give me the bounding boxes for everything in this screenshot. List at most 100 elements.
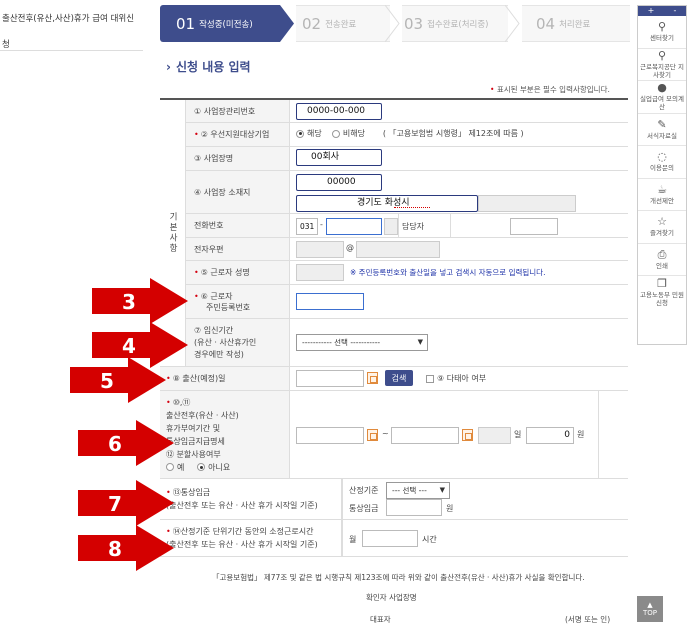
- split-yes-radio[interactable]: [166, 463, 174, 471]
- split-yes-label: 예: [177, 462, 185, 472]
- calendar-icon[interactable]: [367, 429, 378, 441]
- required-star-icon: •: [194, 130, 199, 139]
- marker-label-8: 8: [108, 537, 122, 561]
- step-1: 01 작성중(미전송): [160, 5, 280, 42]
- priority-no-radio[interactable]: [331, 129, 340, 138]
- step-2-arrow: [385, 5, 400, 42]
- email-domain-input[interactable]: [356, 241, 440, 258]
- step-2: 02 전송완료: [296, 5, 390, 42]
- biz-no-input[interactable]: 0000-00-000: [296, 103, 382, 120]
- marker-arrow-6: 6: [78, 420, 174, 466]
- zip-input[interactable]: 00000: [296, 174, 382, 191]
- zoom-in-button[interactable]: +: [647, 6, 655, 15]
- wage-unit: 원: [446, 504, 454, 513]
- caret-down-icon: ▼: [439, 486, 445, 494]
- label-wage-line1: •⑬통상임금: [166, 486, 210, 499]
- label-biz-name-text: ③ 사업장명: [194, 154, 234, 163]
- worker-name-input[interactable]: [296, 264, 344, 281]
- address-input[interactable]: 경기도 화성시: [296, 195, 478, 212]
- label-biz-no-text: ① 사업장관리번호: [194, 106, 256, 116]
- priority-no-label: 비해당: [342, 129, 365, 138]
- contact-input[interactable]: [510, 218, 558, 235]
- quick-favorites[interactable]: ☆즐겨찾기: [638, 211, 686, 244]
- step-3: 03 접수완료(처리중): [402, 5, 508, 42]
- marker-arrow-5: 5: [70, 357, 166, 403]
- split-no-radio[interactable]: [197, 463, 206, 471]
- leave-amount-input[interactable]: 0: [526, 427, 574, 444]
- label-hours-line1: •⑭산정기준 단위기간 동안의 소정근로시간: [166, 525, 313, 538]
- calendar-icon[interactable]: [367, 372, 378, 384]
- wage-base-select[interactable]: --- 선택 --- ▼: [386, 482, 450, 499]
- quick-branch-search-label: 근로복지공단 지사찾기: [640, 62, 684, 79]
- required-note: • 표시된 부분은 필수 입력사항입니다.: [490, 84, 610, 95]
- priority-yes-label: 해당: [307, 129, 322, 138]
- twins-checkbox[interactable]: [426, 374, 434, 383]
- category-cell: 기본사항: [160, 100, 186, 366]
- row-divider: [186, 213, 628, 214]
- quick-forms-label: 서식자료실: [647, 131, 677, 140]
- priority-yes-radio[interactable]: [296, 129, 304, 138]
- chevron-right-icon: ›: [166, 60, 171, 74]
- marker-arrow-3: 3: [92, 278, 188, 324]
- pregnancy-select-value: ----------- 선택 -----------: [302, 338, 381, 347]
- wage-input[interactable]: [386, 499, 442, 516]
- biz-name-input[interactable]: 00회사: [296, 149, 382, 166]
- wage-base-select-value: --- 선택 ---: [392, 486, 427, 495]
- label-pregnancy-line1: ⑦ 임신기간: [194, 325, 234, 335]
- email-id-input[interactable]: [296, 241, 344, 258]
- top-button[interactable]: ▲ TOP: [637, 596, 663, 622]
- quick-suggestion[interactable]: ☕개선제안: [638, 179, 686, 211]
- phone-area-input[interactable]: 031: [296, 218, 318, 235]
- leave-days-input[interactable]: [478, 427, 511, 444]
- quick-menu-zoom: + -: [638, 6, 686, 16]
- split-no-label: 아니요: [208, 462, 231, 472]
- leave-start-input[interactable]: [296, 427, 364, 444]
- birth-date-input[interactable]: [296, 370, 364, 387]
- step-4: 04 처리완료: [522, 5, 630, 42]
- quick-forms[interactable]: ✎서식자료실: [638, 114, 686, 146]
- quick-print[interactable]: ⎙인쇄: [638, 244, 686, 276]
- step-2-number: 02: [302, 14, 322, 33]
- step-2-label: 전송완료: [325, 19, 357, 30]
- section-title-text: 신청 내용 입력: [175, 60, 251, 74]
- quick-branch-search[interactable]: ⚲근로복지공단 지사찾기: [638, 49, 686, 81]
- label-worker-id-line1: •⑥ 근로자: [194, 291, 233, 302]
- quick-benefit-calc[interactable]: ●실업급여 모의계산: [638, 81, 686, 114]
- hours-input[interactable]: [362, 530, 418, 547]
- quick-menu: + - ⚲센터찾기 ⚲근로복지공단 지사찾기 ●실업급여 모의계산 ✎서식자료실…: [637, 5, 687, 345]
- phone-number-input[interactable]: [326, 218, 382, 235]
- label-worker-name-text: ⑤ 근로자 성명: [200, 268, 250, 277]
- quick-civil-request[interactable]: ❐고용노동부 민원신청: [638, 276, 686, 309]
- label-hours: •⑭산정기준 단위기간 동안의 소정근로시간 (출산전후 또는 유산 · 사산 …: [160, 520, 342, 556]
- zoom-out-button[interactable]: -: [673, 6, 677, 15]
- label-wage-line1-text: ⑬통상임금: [172, 488, 211, 497]
- phone-last-input[interactable]: [384, 218, 398, 235]
- required-star-icon: •: [194, 291, 199, 301]
- label-pregnancy: ⑦ 임신기간 (유산 · 사산휴가인 경우에만 작성): [186, 319, 290, 366]
- twins-label: ⑨ 다태아 여부: [437, 374, 487, 383]
- marker-arrow-7: 7: [78, 480, 174, 526]
- search-button[interactable]: 검색: [385, 370, 413, 386]
- row-divider: [186, 260, 628, 261]
- quick-center-search[interactable]: ⚲센터찾기: [638, 16, 686, 49]
- sidebar-title-line1: 출산전후(유산,사산)휴가 급여 대위신: [2, 14, 135, 24]
- calendar-icon[interactable]: [462, 429, 473, 441]
- address-detail-input[interactable]: [478, 195, 576, 212]
- step-3-label: 접수완료(처리중): [427, 19, 489, 30]
- row-divider: [186, 237, 628, 238]
- leave-end-input[interactable]: [391, 427, 459, 444]
- hours-divider: [342, 520, 343, 556]
- label-birth-date: •⑧ 출산(예정)일: [160, 367, 290, 390]
- marker-arrow-4: 4: [92, 322, 188, 368]
- edit-icon: ✎: [657, 117, 667, 131]
- pregnancy-select[interactable]: ----------- 선택 -----------▼: [296, 334, 428, 351]
- worker-id-input[interactable]: [296, 293, 364, 310]
- sidebar-title[interactable]: 출산전후(유산,사산)휴가 급여 대위신 청: [2, 6, 150, 58]
- label-hours-line1-text: ⑭산정기준 단위기간 동안의 소정근로시간: [172, 527, 314, 536]
- quick-inquiry[interactable]: ◌이용문의: [638, 146, 686, 179]
- wage-divider: [342, 479, 343, 519]
- leave-right-border: [598, 391, 599, 478]
- step-3-number: 03: [404, 14, 424, 33]
- star-icon: ☆: [657, 215, 667, 229]
- cup-icon: ☕: [657, 182, 667, 196]
